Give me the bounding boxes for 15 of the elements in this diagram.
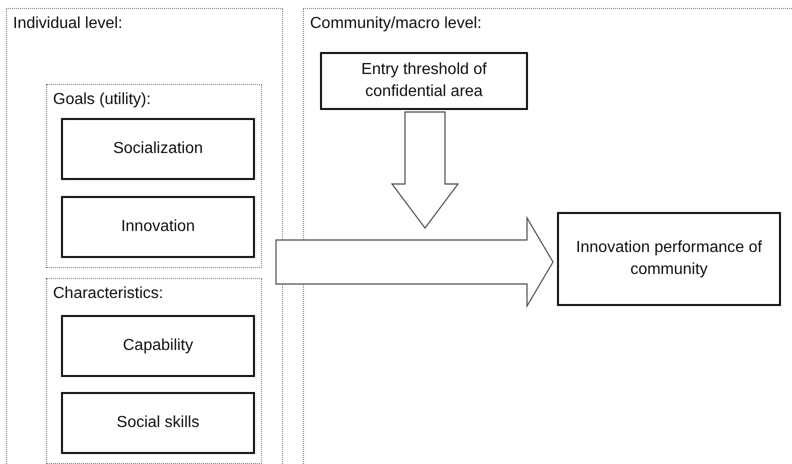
panel-title: Characteristics: bbox=[53, 285, 164, 303]
concept-box: Capability bbox=[61, 315, 255, 377]
concept-box: Social skills bbox=[61, 392, 255, 454]
panel-title: Individual level: bbox=[13, 15, 122, 33]
panel-title: Goals (utility): bbox=[53, 91, 151, 109]
dotted-panel bbox=[46, 84, 262, 268]
panel-title: Community/macro level: bbox=[310, 15, 482, 33]
concept-box: Socialization bbox=[61, 118, 255, 180]
dotted-panel bbox=[46, 278, 262, 464]
dotted-panel bbox=[6, 8, 283, 464]
concept-box: Innovation performance of community bbox=[557, 212, 781, 306]
block-arrow bbox=[275, 216, 554, 308]
concept-box: Entry threshold of confidential area bbox=[320, 52, 528, 110]
block-arrow bbox=[390, 111, 460, 229]
concept-box: Innovation bbox=[61, 196, 255, 258]
